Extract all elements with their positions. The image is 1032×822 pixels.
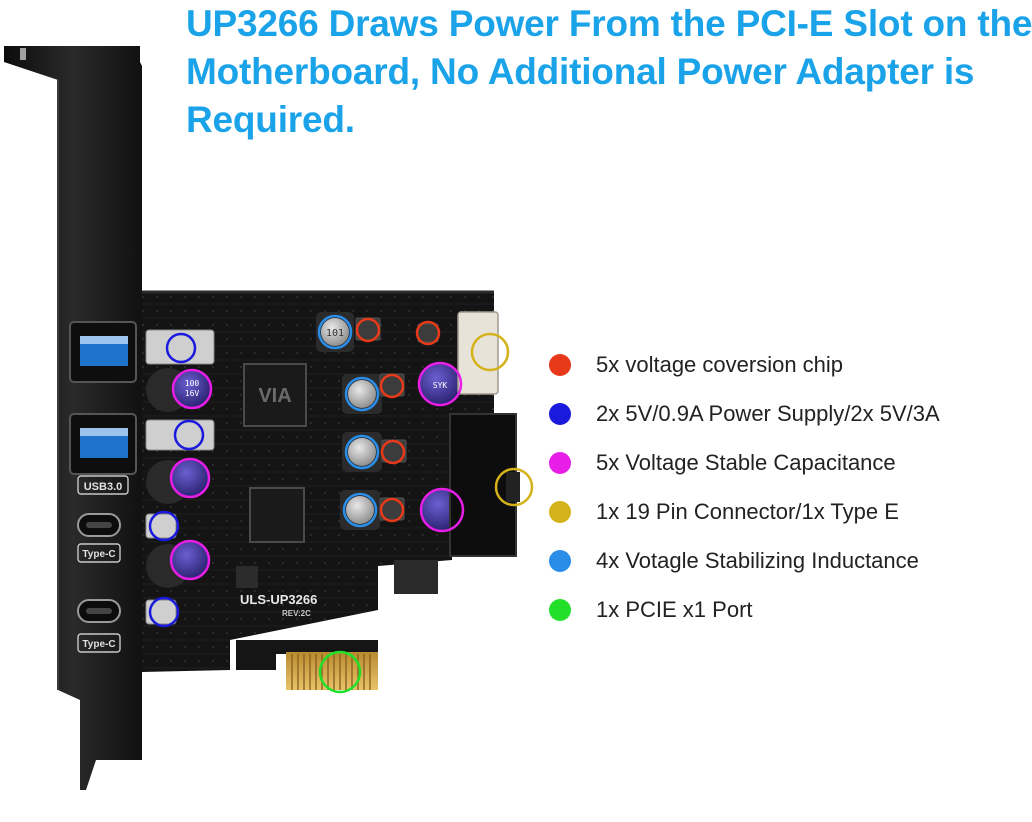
legend-dot-icon bbox=[549, 402, 571, 425]
legend-label: 2x 5V/0.9A Power Supply/2x 5V/3A bbox=[596, 400, 940, 426]
cap-label-b: 16V bbox=[185, 389, 200, 398]
pcb-board bbox=[142, 290, 494, 672]
19-pin-connector bbox=[449, 413, 520, 557]
legend-item: 1x PCIE x1 Port bbox=[549, 585, 940, 634]
cap-label-c: SYK bbox=[433, 381, 448, 390]
annotation-circles bbox=[148, 314, 534, 694]
inductors: 101 bbox=[316, 312, 382, 530]
headline-line-1: UP3266 Draws Power From the PCI-E Slot o… bbox=[186, 3, 1032, 44]
usb-a-port-2 bbox=[69, 413, 137, 475]
legend-item: 2x 5V/0.9A Power Supply/2x 5V/3A bbox=[549, 389, 940, 438]
legend-item: 5x Voltage Stable Capacitance bbox=[549, 438, 940, 487]
type-c-port-1 bbox=[77, 513, 121, 537]
usb-a-port-1 bbox=[69, 321, 137, 383]
legend-label: 1x PCIE x1 Port bbox=[596, 596, 753, 622]
headline: UP3266 Draws Power From the PCI-E Slot o… bbox=[186, 0, 1032, 144]
legend-dot-icon bbox=[549, 353, 571, 376]
pcie-x1-gold-fingers bbox=[236, 640, 378, 690]
usb-label: USB3.0 bbox=[84, 481, 123, 493]
type-c-port-2 bbox=[77, 599, 121, 623]
chip-logo: VIA bbox=[258, 385, 291, 407]
type-e-connector bbox=[457, 311, 499, 395]
legend-item: 5x voltage coversion chip bbox=[549, 340, 940, 389]
legend-dot-icon bbox=[549, 549, 571, 572]
board-model: ULS-UP3266 bbox=[240, 592, 317, 607]
legend-label: 5x voltage coversion chip bbox=[596, 351, 844, 377]
legend-dot-icon bbox=[549, 598, 571, 621]
headline-line-2: Motherboard, No Additional Power Adapter… bbox=[186, 51, 975, 92]
legend-item: 1x 19 Pin Connector/1x Type E bbox=[549, 487, 940, 536]
legend-item: 4x Votagle Stabilizing Inductance bbox=[549, 536, 940, 585]
legend-label: 5x Voltage Stable Capacitance bbox=[596, 449, 896, 475]
inductor-label: 101 bbox=[326, 328, 344, 339]
cap-label-a: 100 bbox=[185, 379, 200, 388]
legend-dot-icon bbox=[549, 500, 571, 523]
type-c-label-1: Type-C bbox=[82, 549, 115, 560]
controller-chip: VIA bbox=[243, 363, 307, 427]
legend-dot-icon bbox=[549, 451, 571, 474]
board-revision: REV:2C bbox=[282, 609, 311, 618]
legend-label: 4x Votagle Stabilizing Inductance bbox=[596, 547, 919, 573]
headline-line-3: Required. bbox=[186, 99, 355, 140]
type-c-label-2: Type-C bbox=[82, 639, 115, 650]
pcie-card-image: USB3.0 Type-C Type-C 100 16V SYK bbox=[4, 46, 534, 790]
component-legend: 5x voltage coversion chip 2x 5V/0.9A Pow… bbox=[549, 340, 940, 634]
legend-label: 1x 19 Pin Connector/1x Type E bbox=[596, 498, 899, 524]
